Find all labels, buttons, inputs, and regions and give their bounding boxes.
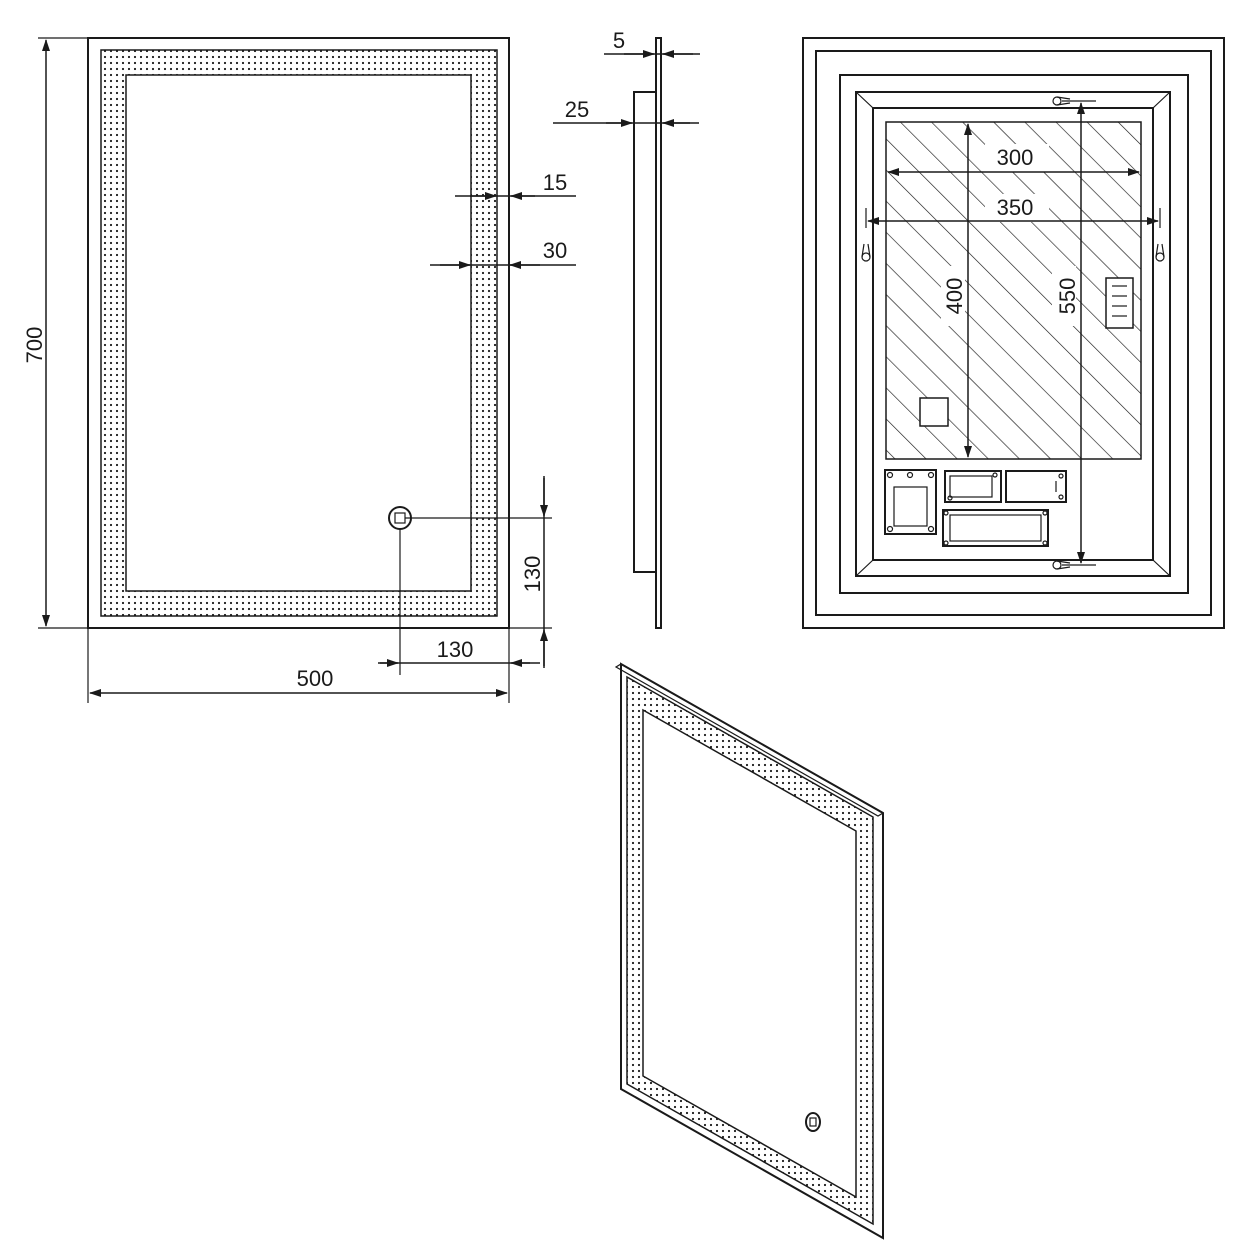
hatch-clear-300: [985, 144, 1049, 172]
front-view: 700 500 15 30 130 130: [22, 37, 576, 703]
side-view: 5 25: [553, 28, 700, 629]
iso-mirror-back-edge: [614, 663, 885, 817]
label-plate-icon: [1105, 277, 1134, 329]
hook-right-icon: [1155, 243, 1165, 262]
front-mirror-outline: [87, 37, 510, 629]
perspective-view: [614, 662, 885, 1240]
back-frame-step-1: [815, 50, 1212, 616]
frame-outer-dimension-label: 30: [543, 238, 567, 263]
hook-top-icon: [1052, 96, 1071, 106]
driver-box-component: [944, 470, 1002, 503]
side-backing-box: [633, 91, 657, 573]
hatch-clear-550: [1052, 266, 1076, 326]
hook-span-dimension-label: 350: [997, 195, 1034, 220]
controller-component: [942, 509, 1049, 547]
hook-left-icon: [861, 243, 871, 262]
inner-height-dimension-label: 400: [942, 278, 967, 315]
glass-thickness-dimension-label: 5: [613, 28, 625, 53]
transformer-component: [1005, 470, 1067, 503]
hook-vertical-dimension-label: 550: [1055, 278, 1080, 315]
switch-horizontal-dimension-label: 130: [437, 637, 474, 662]
back-frame-step-4: [872, 107, 1154, 561]
frame-inner-dimension-label: 15: [543, 170, 567, 195]
back-view: 300 350 400 550: [802, 37, 1225, 629]
width-dimension-label: 500: [297, 666, 334, 691]
power-socket-component: [884, 469, 937, 535]
hatch-clear-400: [941, 266, 965, 326]
iso-touch-switch-icon: [805, 1112, 821, 1132]
back-outer-frame: [802, 37, 1225, 629]
inner-width-dimension-label: 300: [997, 145, 1034, 170]
back-frame-step-3: [855, 91, 1171, 577]
touch-switch-square: [394, 512, 406, 524]
total-depth-dimension-label: 25: [565, 97, 589, 122]
switch-vertical-dimension-label: 130: [520, 556, 545, 593]
back-frame-step-2: [839, 74, 1189, 594]
front-led-frame: [100, 49, 498, 617]
hook-bottom-icon: [1052, 560, 1071, 570]
sensor-square: [919, 397, 949, 427]
iso-led-frame: [626, 675, 874, 1226]
height-dimension-label: 700: [22, 327, 47, 364]
